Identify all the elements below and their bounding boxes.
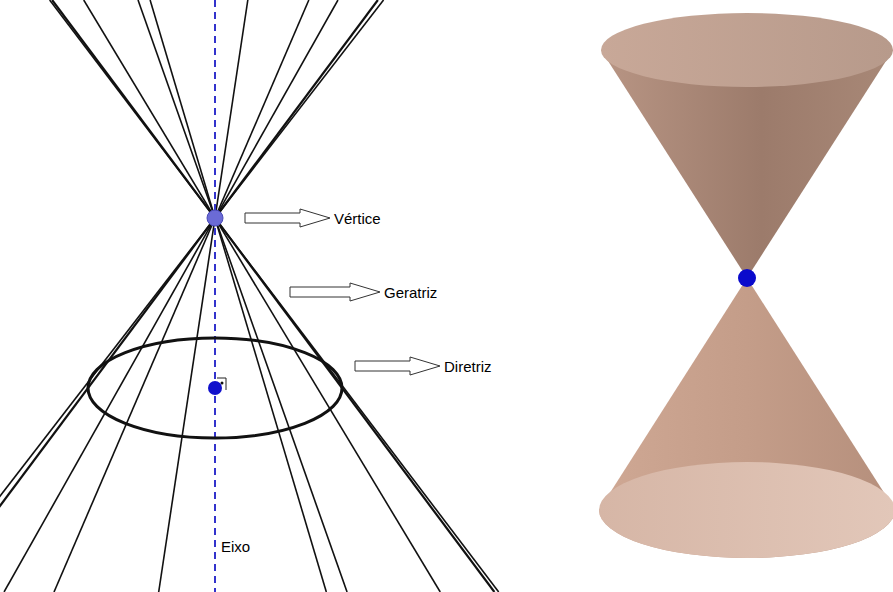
generatrix-line [84,0,441,592]
hollow-arrow [245,209,330,227]
generatrix-line [4,0,338,592]
directrix-ellipse [88,338,342,438]
upper-base [601,13,893,87]
hollow-arrow [355,357,440,375]
vertex-point [207,210,223,226]
hollow-arrow [290,283,380,301]
vertex-point [738,269,756,287]
lower-nappe [599,278,893,558]
generatrix-lines [0,0,499,592]
part-label: Diretriz [444,359,492,374]
part-label: Vértice [334,211,381,226]
generatrix-line [0,0,384,592]
axis-line [214,0,216,592]
part-label: Eixo [221,539,250,554]
generatrix-line [50,0,499,592]
right-angle-dot [221,382,224,385]
generatrix-line [159,0,248,592]
center-point [208,381,222,395]
part-label: Geratriz [384,285,437,300]
lower-base [599,462,893,558]
generatrix-line [54,0,309,592]
